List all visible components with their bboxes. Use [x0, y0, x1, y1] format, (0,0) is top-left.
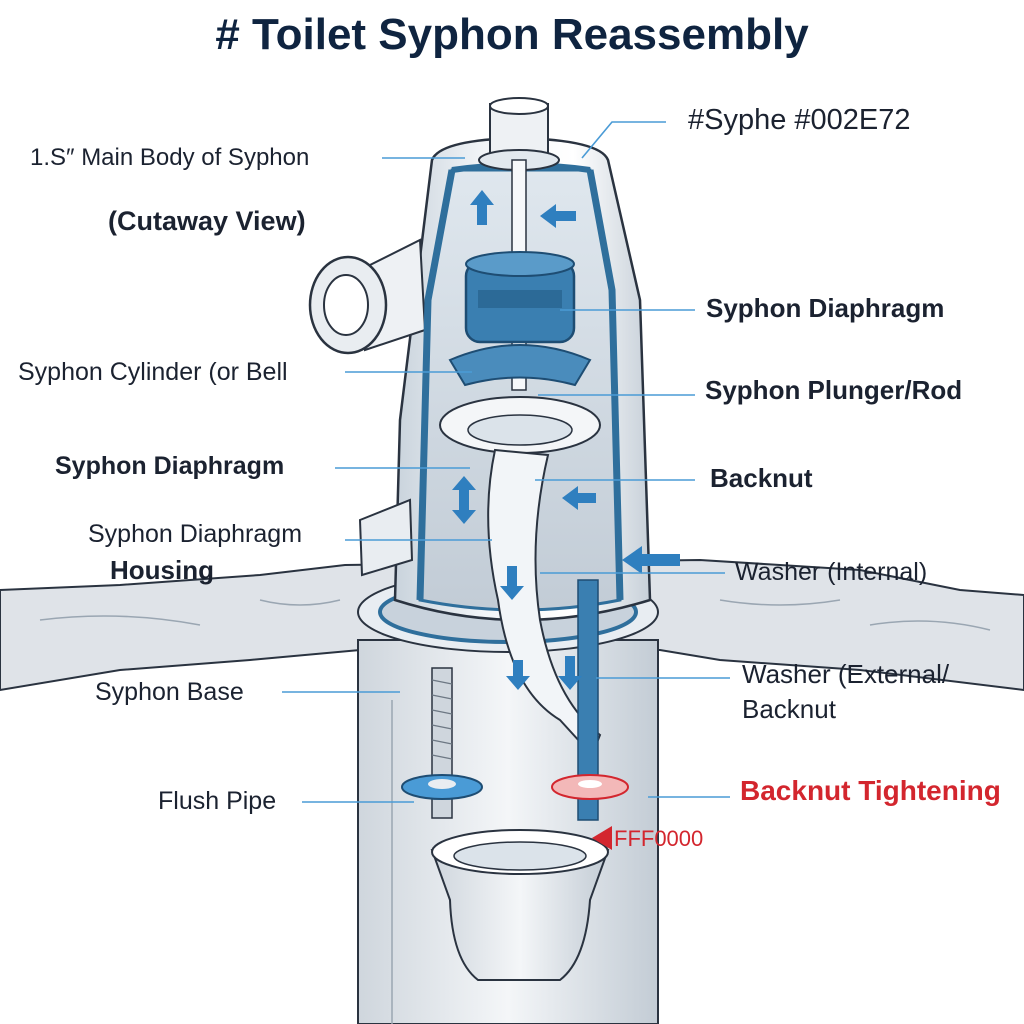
label-tightening: Backnut Tightening [740, 775, 1001, 806]
label-housing-1: Syphon Diaphragm [88, 520, 303, 548]
double-arrow-icon [452, 476, 476, 524]
label-washer-external-2: Backnut [742, 694, 836, 724]
right-bolt [577, 579, 599, 821]
label-flush-pipe: Flush Pipe [158, 787, 277, 815]
page-title: # Toilet Syphon Reassembly [215, 10, 809, 59]
label-housing-2: Housing [110, 555, 214, 585]
label-cylinder: Syphon Cylinder (or Bell [18, 358, 288, 386]
red-pointer-icon [592, 826, 612, 850]
up-arrow-icon [470, 190, 494, 225]
tank-floor-texture [39, 599, 991, 631]
label-red-code: FFF0000 [614, 826, 704, 851]
label-main-body: 1.S″ Main Body of Syphon [30, 144, 310, 171]
label-backnut: Backnut [710, 463, 813, 493]
label-washer-internal: Washer (Internal) [735, 558, 928, 586]
label-diaphragm-right: Syphon Diaphragm [706, 293, 945, 323]
label-diaphragm-left: Syphon Diaphragm [55, 452, 285, 480]
left-arrow-icon [540, 204, 576, 228]
label-color-note: #Syphe #002E72 [688, 104, 911, 136]
left-arrow-icon [562, 486, 596, 510]
label-washer-external-1: Washer (External/ [742, 659, 950, 689]
syphon-bell [448, 344, 592, 387]
label-plunger: Syphon Plunger/Rod [705, 375, 963, 405]
left-bracket [358, 498, 414, 577]
left-arrow-icon [622, 546, 680, 574]
leader-lines [282, 121, 730, 803]
down-arrow-icon [500, 566, 582, 690]
label-base: Syphon Base [95, 678, 244, 706]
label-cutaway: (Cutaway View) [108, 206, 306, 236]
